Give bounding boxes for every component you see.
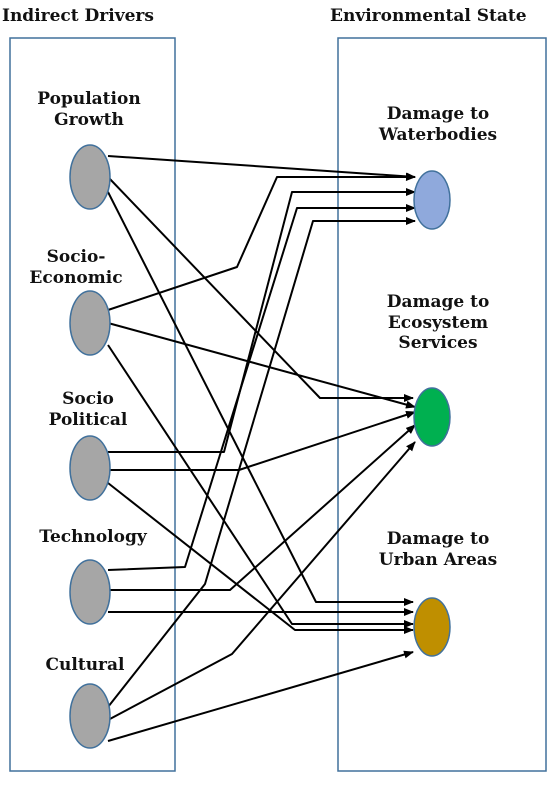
driver-label-line: Political — [48, 409, 128, 430]
driver-label-line: Cultural — [45, 655, 125, 675]
driver-label-line: Technology — [39, 527, 147, 547]
state-label-urban: Damage to Urban Areas — [379, 529, 498, 570]
arrow-socioeconomic-to-urban — [107, 344, 414, 628]
state-node-waterbodies — [413, 170, 451, 230]
right-header: Environmental State — [330, 6, 527, 26]
state-node-ecosystem — [413, 387, 451, 447]
state-label-line: Services — [398, 333, 478, 354]
driver-node-socioeconomic — [69, 290, 111, 356]
state-label-line: Urban Areas — [378, 549, 498, 570]
driver-label-line: Population — [37, 89, 141, 109]
links-layer — [107, 155, 416, 742]
driver-label-sociopolitical: Socio Political — [49, 389, 128, 430]
arrow-population-to-urban — [107, 191, 414, 606]
driver-label-socioeconomic: Socio- Economic — [29, 247, 122, 288]
indirect-drivers-box — [9, 37, 176, 772]
environmental-state-box — [337, 37, 547, 772]
driver-label-line: Economic — [29, 267, 123, 288]
arrow-population-to-waterbodies — [107, 155, 416, 181]
left-header: Indirect Drivers — [2, 6, 154, 26]
arrow-sociopolitical-to-waterbodies — [108, 188, 416, 453]
arrow-cultural-to-urban — [107, 650, 414, 742]
state-label-line: Ecosystem — [387, 312, 489, 333]
state-label-line: Damage to — [386, 292, 490, 312]
state-label-line: Damage to — [386, 529, 490, 549]
arrow-cultural-to-waterbodies — [107, 217, 416, 708]
state-label-waterbodies: Damage to Waterbodies — [379, 104, 497, 145]
arrow-technology-to-ecosystem — [108, 424, 416, 591]
state-label-line: Damage to — [386, 104, 490, 124]
arrow-sociopolitical-to-ecosystem — [108, 411, 416, 471]
driver-node-sociopolitical — [69, 435, 111, 501]
driver-label-line: Growth — [54, 109, 124, 130]
driver-label-line: Socio- — [46, 247, 106, 267]
driver-label-cultural: Cultural — [46, 655, 125, 676]
state-label-line: Waterbodies — [378, 124, 498, 145]
arrow-sociopolitical-to-urban — [107, 482, 414, 634]
driver-node-cultural — [69, 683, 111, 749]
driver-label-population: Population Growth — [37, 89, 140, 130]
driver-node-population — [69, 144, 111, 210]
state-node-urban — [413, 597, 451, 657]
arrow-socioeconomic-to-waterbodies — [107, 173, 416, 311]
driver-label-technology: Technology — [39, 527, 147, 548]
driver-label-line: Socio — [62, 389, 114, 409]
arrow-cultural-to-ecosystem — [107, 441, 416, 721]
nodes-layer — [69, 144, 451, 749]
state-label-ecosystem: Damage to Ecosystem Services — [387, 292, 490, 354]
driver-node-technology — [69, 559, 111, 625]
arrow-technology-to-waterbodies — [107, 204, 416, 571]
arrow-socioeconomic-to-ecosystem — [107, 322, 416, 409]
